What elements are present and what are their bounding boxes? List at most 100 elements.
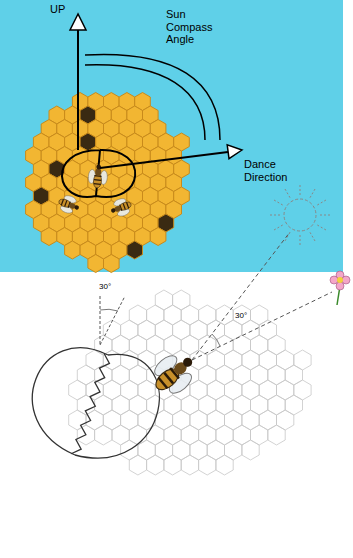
comb-cell: [242, 410, 259, 430]
bee: [108, 196, 134, 219]
comb-cell: [155, 440, 172, 460]
sun-ray: [285, 189, 290, 198]
sun-line: [192, 232, 290, 360]
comb-cell: [41, 228, 57, 246]
bee-head: [181, 356, 194, 369]
comb-cell: [155, 290, 172, 310]
comb-cell: [103, 410, 120, 430]
comb-cell: [155, 320, 172, 340]
comb-cell: [190, 320, 207, 340]
comb-cell: [277, 350, 294, 370]
comb-cell: [225, 440, 242, 460]
comb-cell: [259, 350, 276, 370]
comb-cell: [259, 410, 276, 430]
comb-cell: [88, 255, 104, 273]
comb-cell: [173, 410, 190, 430]
comb-cell: [173, 290, 190, 310]
comb-cell: [207, 440, 224, 460]
comb-cell: [233, 365, 250, 385]
comb-cell: [112, 365, 129, 385]
up-arrowhead: [70, 14, 86, 30]
flower-center: [337, 277, 343, 283]
comb-cell: [233, 305, 250, 325]
comb-cell: [207, 350, 224, 370]
comb-cell: [199, 305, 216, 325]
comb-cell: [77, 365, 94, 385]
up-arrow: [77, 30, 79, 150]
comb-cell: [242, 350, 259, 370]
angle-line: [100, 296, 125, 345]
sun-ray: [274, 200, 283, 205]
comb-cell: [121, 380, 138, 400]
vertical-reference: [100, 296, 101, 345]
comb-cell: [173, 320, 190, 340]
comb-cell: [129, 305, 146, 325]
comb-cell: [268, 365, 285, 385]
comb-cell: [69, 410, 86, 430]
comb-cell: [69, 380, 86, 400]
comb-cell: [147, 335, 164, 355]
comb-cell: [199, 395, 216, 415]
sun-disc: [284, 199, 316, 231]
comb-cell: [233, 395, 250, 415]
comb-cell: [277, 410, 294, 430]
comb-cell: [121, 350, 138, 370]
comb-cell: [164, 395, 181, 415]
return-loop: [32, 348, 108, 455]
direction-label: Dance Direction: [244, 158, 308, 183]
angle-value: 30°: [234, 311, 248, 320]
comb-cell: [129, 395, 146, 415]
bee-abdomen: [93, 174, 102, 189]
comb-cell: [216, 335, 233, 355]
comb-cell: [95, 395, 112, 415]
comb-cell: [259, 380, 276, 400]
comb-cell: [138, 320, 155, 340]
comb-cell: [103, 320, 120, 340]
bee: [145, 345, 202, 401]
comb-cell: [65, 241, 81, 259]
comb-cell: [242, 380, 259, 400]
bee-stripe: [94, 179, 101, 181]
angle-arc: [212, 334, 220, 346]
comb-cell: [147, 305, 164, 325]
comb-cell: [164, 305, 181, 325]
bee-stripe: [61, 199, 63, 205]
comb-cell: [129, 425, 146, 445]
sun-ray: [310, 232, 315, 241]
angle-arc: [85, 54, 220, 140]
comb-cell: [251, 305, 268, 325]
sun: [270, 185, 330, 245]
comb-cell: [285, 365, 302, 385]
comb-cell: [173, 440, 190, 460]
comb-cell: [181, 305, 198, 325]
comb-cell: [207, 410, 224, 430]
bee-stripe: [127, 202, 129, 208]
comb-cell: [181, 395, 198, 415]
angle-label: Sun Compass Angle: [166, 8, 224, 46]
comb-cell: [190, 410, 207, 430]
sun-ray: [270, 215, 280, 216]
comb-cell: [181, 335, 198, 355]
comb-cell: [216, 365, 233, 385]
comb-cell: [199, 455, 216, 475]
comb-cell: [285, 395, 302, 415]
comb-cell: [147, 425, 164, 445]
comb-cell: [86, 410, 103, 430]
comb-cell: [112, 425, 129, 445]
comb-cell: [251, 425, 268, 445]
comb-cell: [216, 305, 233, 325]
comb-cell: [242, 440, 259, 460]
bee: [145, 345, 202, 401]
bee-stripe: [123, 203, 125, 209]
comb-cell: [147, 395, 164, 415]
bee-stripe: [65, 200, 67, 206]
comb-cell: [225, 410, 242, 430]
comb-cell: [268, 395, 285, 415]
comb-cell: [147, 455, 164, 475]
comb-cell: [216, 425, 233, 445]
comb-cell: [138, 380, 155, 400]
comb-cell: [251, 365, 268, 385]
comb-cell: [138, 440, 155, 460]
comb-cell: [277, 380, 294, 400]
